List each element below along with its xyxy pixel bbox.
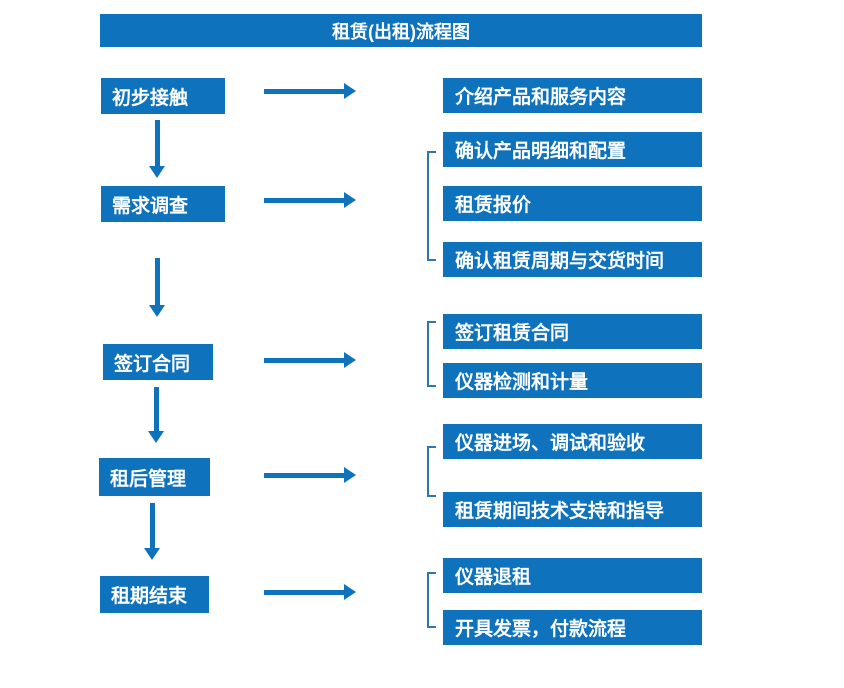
flowchart-title: 租赁(出租)流程图 (100, 14, 702, 47)
right-arrow-icon (264, 467, 356, 483)
arrow-head (149, 166, 165, 178)
arrow-head (144, 548, 160, 560)
detail-box: 确认租赁周期与交货时间 (443, 242, 702, 277)
arrow-head (344, 83, 356, 99)
down-arrow-icon (144, 503, 160, 560)
detail-box: 开具发票，付款流程 (443, 610, 702, 645)
detail-box: 仪器退租 (443, 558, 702, 593)
arrow-shaft (264, 89, 344, 94)
group-bracket (427, 321, 436, 387)
group-bracket (427, 572, 436, 628)
stage-box-post-rental-management: 租后管理 (99, 458, 210, 496)
arrow-head (344, 584, 356, 600)
arrow-shaft (264, 198, 344, 203)
arrow-shaft (155, 258, 160, 305)
arrow-shaft (154, 387, 159, 431)
arrow-shaft (150, 503, 155, 548)
detail-box: 确认产品明细和配置 (443, 132, 702, 167)
detail-box: 介绍产品和服务内容 (443, 78, 702, 113)
arrow-head (344, 467, 356, 483)
arrow-shaft (264, 473, 344, 478)
down-arrow-icon (148, 387, 164, 443)
right-arrow-icon (264, 584, 356, 600)
detail-box: 仪器检测和计量 (443, 363, 702, 398)
arrow-head (148, 431, 164, 443)
group-bracket (427, 446, 436, 497)
group-bracket (427, 151, 436, 261)
arrow-head (344, 192, 356, 208)
right-arrow-icon (264, 83, 356, 99)
stage-box-initial-contact: 初步接触 (101, 78, 225, 114)
detail-box: 租赁期间技术支持和指导 (443, 492, 702, 527)
right-arrow-icon (264, 352, 356, 368)
arrow-shaft (264, 358, 344, 363)
arrow-head (149, 305, 165, 317)
arrow-head (344, 352, 356, 368)
right-arrow-icon (264, 192, 356, 208)
stage-box-sign-contract: 签订合同 (103, 344, 213, 380)
stage-box-rental-end: 租期结束 (100, 576, 209, 613)
down-arrow-icon (149, 258, 165, 317)
arrow-shaft (155, 120, 160, 166)
detail-box: 签订租赁合同 (443, 314, 702, 349)
detail-box: 租赁报价 (443, 186, 702, 221)
arrow-shaft (264, 590, 344, 595)
down-arrow-icon (149, 120, 165, 178)
detail-box: 仪器进场、调试和验收 (443, 424, 702, 459)
stage-box-demand-survey: 需求调查 (101, 186, 225, 222)
